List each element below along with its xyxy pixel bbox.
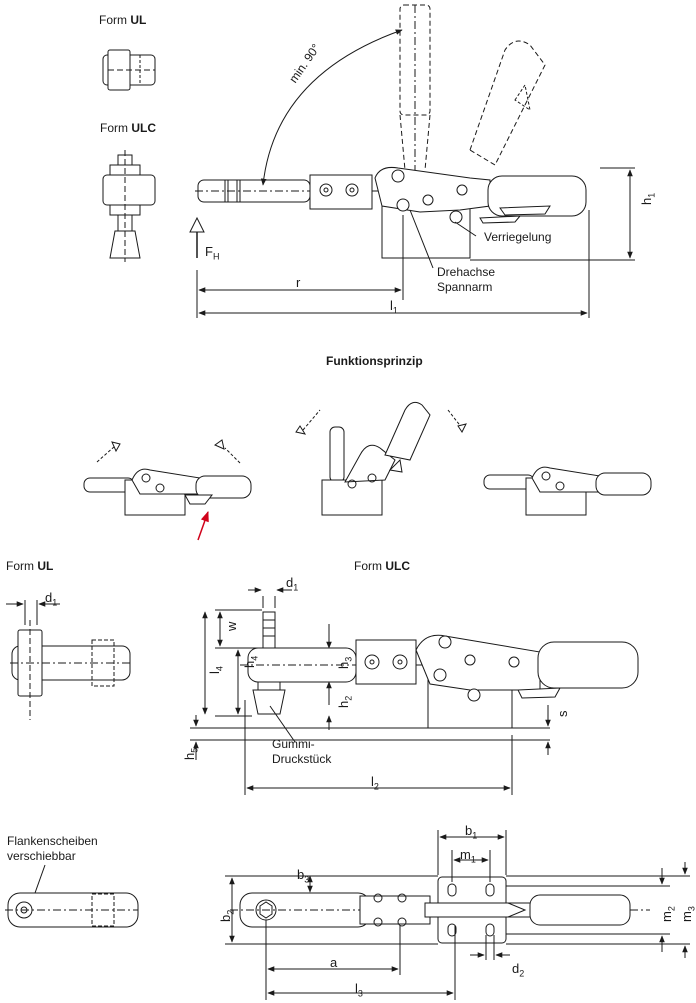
dim-b3: b3 bbox=[297, 867, 310, 885]
dim-h1: h1 bbox=[639, 192, 657, 205]
dim-b2: b2 bbox=[218, 909, 236, 922]
red-arrow bbox=[197, 511, 209, 541]
dim-l3: l3 bbox=[355, 981, 363, 999]
dim-l2: l2 bbox=[371, 774, 379, 792]
dim-l4: l4 bbox=[207, 666, 225, 674]
pivot-annotation-line2: Spannarm bbox=[437, 280, 493, 294]
rubber-annotation-line2: Druckstück bbox=[272, 752, 332, 766]
locking-annotation: Verriegelung bbox=[484, 230, 552, 244]
dim-m2: m2 bbox=[659, 906, 677, 922]
dim-d1-left: d1 bbox=[45, 590, 58, 608]
force-label: FH bbox=[205, 244, 220, 262]
principle-middle bbox=[295, 401, 467, 516]
principle-left bbox=[83, 439, 252, 516]
flange-annotation-line1: Flankenscheiben bbox=[7, 834, 98, 848]
mid-ulc-clamp bbox=[190, 587, 639, 795]
top-ulc-form-label: Form ULC bbox=[100, 121, 157, 135]
principle-right bbox=[483, 466, 652, 516]
mid-ul-form-label: Form UL bbox=[6, 559, 54, 573]
top-ulc-detail bbox=[102, 150, 156, 262]
dim-d1-right: d1 bbox=[286, 575, 299, 593]
pivot-annotation-line1: Drehachse bbox=[437, 265, 496, 279]
dim-h4: h4 bbox=[242, 655, 260, 668]
dim-b1: b1 bbox=[465, 823, 478, 841]
dim-m1: m1 bbox=[460, 847, 476, 865]
dim-r: r bbox=[296, 275, 301, 290]
top-main-clamp bbox=[189, 4, 635, 318]
top-ul-detail bbox=[102, 49, 156, 91]
rubber-annotation-line1: Gummi- bbox=[272, 737, 315, 751]
dim-d2: d2 bbox=[512, 961, 525, 979]
dim-h3: h3 bbox=[336, 656, 354, 669]
dim-w: w bbox=[224, 621, 239, 631]
top-ul-form-label: Form UL bbox=[99, 13, 147, 27]
dim-a: a bbox=[330, 955, 338, 970]
dim-s: s bbox=[555, 710, 570, 718]
bottom-ul-detail bbox=[5, 864, 139, 928]
mid-ulc-form-label: Form ULC bbox=[354, 559, 411, 573]
dim-l1: l1 bbox=[390, 298, 398, 316]
dim-m3: m3 bbox=[679, 906, 696, 922]
dim-h2: h2 bbox=[336, 695, 354, 708]
dim-h5: h5 bbox=[182, 747, 200, 760]
bottom-ulc-plan bbox=[225, 830, 690, 1000]
flange-annotation-line2: verschiebbar bbox=[7, 849, 76, 863]
mid-ul-detail bbox=[6, 600, 131, 720]
section-title-principle: Funktionsprinzip bbox=[326, 354, 423, 368]
